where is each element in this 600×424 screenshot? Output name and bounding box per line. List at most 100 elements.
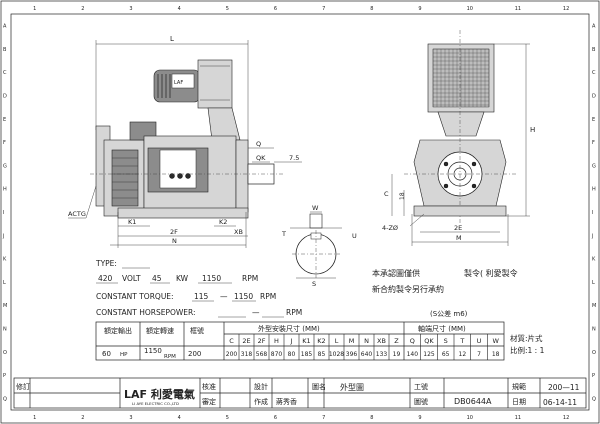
border-col-top: 10 [467, 6, 473, 12]
table-subheader: C [229, 337, 234, 345]
border-row-right: M [592, 303, 596, 309]
border-row-right: N [592, 326, 596, 332]
scale-note: 比例:1 : 1 [510, 345, 545, 355]
header-rated-speed: 額定轉速 [146, 326, 174, 335]
inspection-cover [159, 149, 197, 189]
drawing-number: DB0644A [454, 397, 492, 406]
label-ACTG: ACTG [68, 210, 86, 218]
table-value: 1028 [329, 351, 344, 358]
border-row-left: O [3, 350, 7, 356]
table-subheader: K1 [302, 337, 310, 345]
rated-hp-unit: HP [120, 352, 128, 358]
vent-grill [111, 149, 139, 207]
border-col-bottom: 8 [370, 415, 373, 421]
table-subheader: QK [424, 337, 434, 345]
hp-value: 420 [98, 274, 113, 283]
inner-border [10, 13, 590, 411]
border-row-right: I [592, 210, 593, 216]
dim-N: N [172, 237, 177, 245]
table-value: 568 [256, 351, 268, 358]
dim-U: U [352, 232, 357, 240]
border-row-left: D [3, 94, 7, 100]
drawing-number-label: 圖號 [414, 397, 428, 406]
dimension-table: 額定輸出 額定轉速 框號 外型安裝尺寸 (MM) 軸端尺寸 (MM) 60 HP… [95, 321, 505, 361]
cover-bolt-2 [177, 173, 183, 179]
note-line-3: 新合約製令另行承約 [372, 284, 444, 294]
border-col-top: 1 [33, 6, 36, 12]
drafter-name: 蔣秀香 [276, 397, 297, 406]
border-row-left: I [3, 210, 4, 216]
table-subheader: N [364, 337, 369, 345]
review-label: 審定 [202, 397, 216, 406]
dim-L: L [170, 35, 174, 43]
border-col-bottom: 9 [418, 415, 421, 421]
table-value: 19 [393, 351, 401, 358]
table-subheader: T [459, 337, 464, 345]
table-subheader: L [335, 337, 339, 345]
spec-label: 規範 [512, 382, 526, 391]
table-value: 200 [226, 351, 238, 358]
border-col-bottom: 11 [515, 415, 521, 421]
torque-rpm-label: RPM [260, 292, 276, 301]
table-subheader: 2E [242, 337, 250, 345]
table-value: 133 [376, 351, 388, 358]
dim-S: S [312, 280, 316, 288]
border-col-top: 12 [563, 6, 569, 12]
table-subheader: Z [394, 337, 399, 345]
side-view: L LAF Q QK [68, 35, 302, 248]
note-line-1: 本承認圖僅供 [372, 268, 420, 278]
border-row-right: P [592, 373, 595, 379]
border-row-left: C [3, 70, 7, 76]
type-label: TYPE: [95, 259, 117, 268]
border-col-bottom: 4 [178, 415, 181, 421]
dim-K1: K1 [128, 218, 136, 226]
border-row-right: B [592, 47, 596, 53]
table-value: 396 [346, 351, 358, 358]
approve-label: 核准 [202, 382, 216, 391]
dim-XB: XB [234, 228, 243, 236]
table-subheader: J [290, 337, 293, 345]
blower-nameplate [171, 73, 195, 89]
job-label: 工號 [414, 382, 428, 391]
dim-K2: K2 [219, 218, 227, 226]
border-row-left: H [3, 187, 7, 193]
border-row-left: L [3, 280, 6, 286]
table-value: 140 [407, 351, 419, 358]
border-row-right: E [592, 117, 595, 123]
table-value: 318 [241, 351, 253, 358]
border-row-right: G [592, 163, 596, 169]
border-row-right: H [592, 187, 596, 193]
border-row-right: C [592, 70, 596, 76]
note-line-2: 製令( 利愛製令 [464, 268, 518, 278]
border-col-bottom: 12 [563, 415, 569, 421]
border-col-top: 2 [81, 6, 84, 12]
border-col-top: 8 [370, 6, 373, 12]
header-mounting-dims: 外型安裝尺寸 (MM) [258, 324, 320, 333]
dim-QK: QK [256, 154, 266, 162]
revision-label: 修訂 [16, 382, 30, 391]
border-row-left: K [3, 257, 7, 263]
border-row-right: L [592, 280, 595, 286]
table-subheader: H [274, 337, 279, 345]
rating-notes: TYPE: 420 VOLT 45 KW 1150 RPM CONSTANT T… [95, 259, 302, 318]
drafter-label: 作成 [254, 397, 268, 406]
company-name: LAF 利愛電氣 [124, 387, 195, 401]
border-row-left: E [3, 117, 6, 123]
table-subheader: U [477, 337, 482, 345]
tolerance-note: (S公差 m6) [430, 309, 468, 318]
table-cells: C2002E3182F568H870J80K1185K285L1028M396N… [226, 334, 500, 360]
filter-duct [437, 111, 485, 137]
date-label: 日期 [512, 398, 526, 406]
table-subheader: XB [377, 337, 386, 345]
border-row-left: B [3, 47, 7, 53]
header-shaft-dims: 軸端尺寸 (MM) [418, 324, 466, 333]
table-value: 870 [271, 351, 283, 358]
material-note: 材質:片式 [510, 333, 543, 343]
drawing-name-label: 圖名 [312, 382, 326, 391]
border-row-left: J [2, 233, 4, 239]
border-col-bottom: 6 [274, 415, 277, 421]
cover-bolt-3 [185, 173, 191, 179]
border-row-left: A [3, 24, 7, 30]
